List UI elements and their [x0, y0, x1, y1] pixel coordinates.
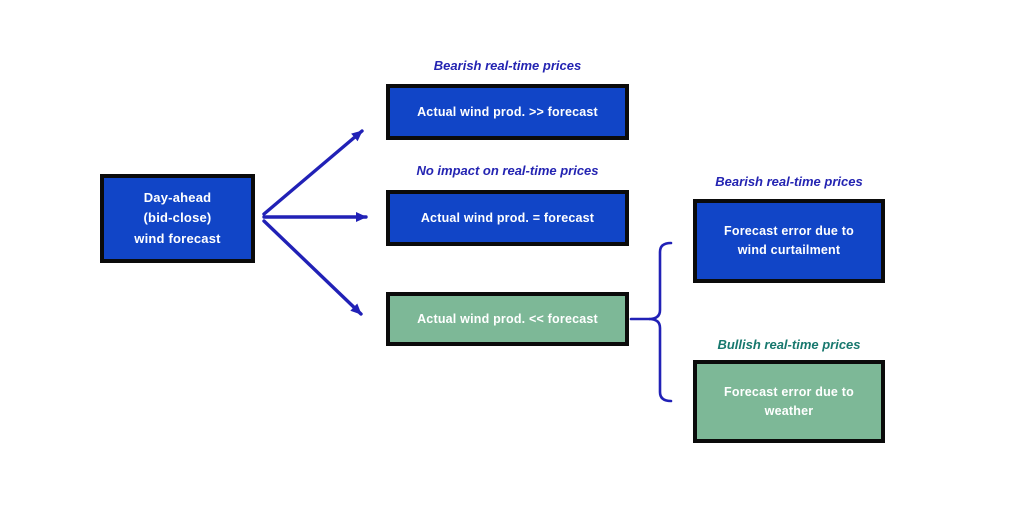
node-actual-much-greater-than-forecast: Actual wind prod. >> forecast [386, 84, 629, 140]
arrow-branch-top [262, 129, 364, 216]
node-actual-equals-forecast: Actual wind prod. = forecast [386, 190, 629, 246]
caption-bullish-real-time-prices: Bullish real-time prices [717, 337, 861, 352]
node-day-ahead-wind-forecast: Day-ahead (bid-close) wind forecast [100, 174, 255, 263]
caption-bearish-real-time-prices: Bearish real-time prices [433, 58, 582, 73]
node-forecast-error-weather: Forecast error due to weather [693, 360, 885, 443]
brace [648, 241, 673, 403]
caption-no-impact-real-time-prices: No impact on real-time prices [416, 163, 599, 178]
node-forecast-error-wind-curtailment: Forecast error due to wind curtailment [693, 199, 885, 283]
caption-bearish-real-time-prices-right: Bearish real-time prices [715, 174, 863, 189]
branch-arrows [262, 129, 368, 316]
arrow-branch-bottom [262, 219, 363, 316]
node-actual-much-less-than-forecast: Actual wind prod. << forecast [386, 292, 629, 346]
